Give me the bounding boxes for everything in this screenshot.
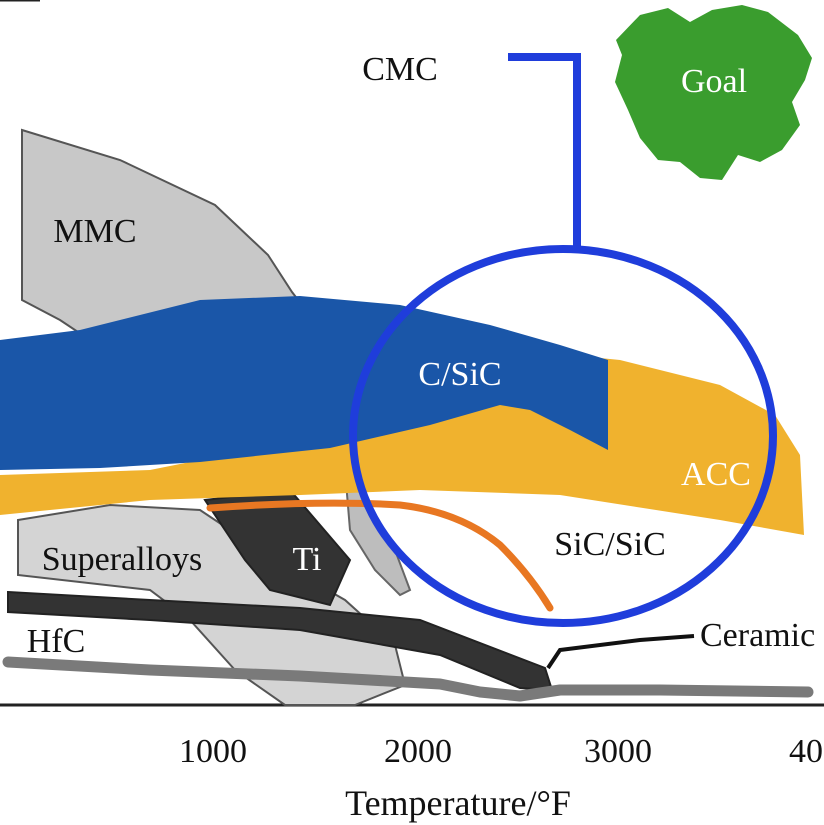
x-axis-title: Temperature/°F: [345, 783, 571, 823]
goal-label: Goal: [681, 63, 747, 100]
x-tick-label: 2000: [384, 733, 452, 770]
x-tick-label: 40: [789, 733, 823, 770]
superalloys-label: Superalloys: [42, 541, 203, 578]
ceramic-leader: [546, 634, 695, 670]
acc-label: ACC: [681, 456, 751, 493]
cmc-label: CMC: [362, 51, 438, 88]
sic-sic-curve: [206, 499, 554, 612]
ti-label: Ti: [292, 541, 321, 578]
sic-sic-label: SiC/SiC: [554, 526, 666, 563]
x-tick-label: 1000: [179, 733, 247, 770]
mmc-label: MMC: [53, 213, 136, 250]
x-tick-label: 3000: [584, 733, 652, 770]
c-sic-label: C/SiC: [418, 356, 501, 393]
cmc-leader: [508, 53, 581, 250]
c-sic-region: [0, 296, 608, 470]
cmc-ellipse: [349, 245, 777, 627]
hfc-line: [2, 656, 814, 702]
ceramic-label: Ceramic: [700, 617, 815, 654]
goal-blob: [615, 5, 812, 180]
hfc-label: HfC: [27, 623, 86, 660]
